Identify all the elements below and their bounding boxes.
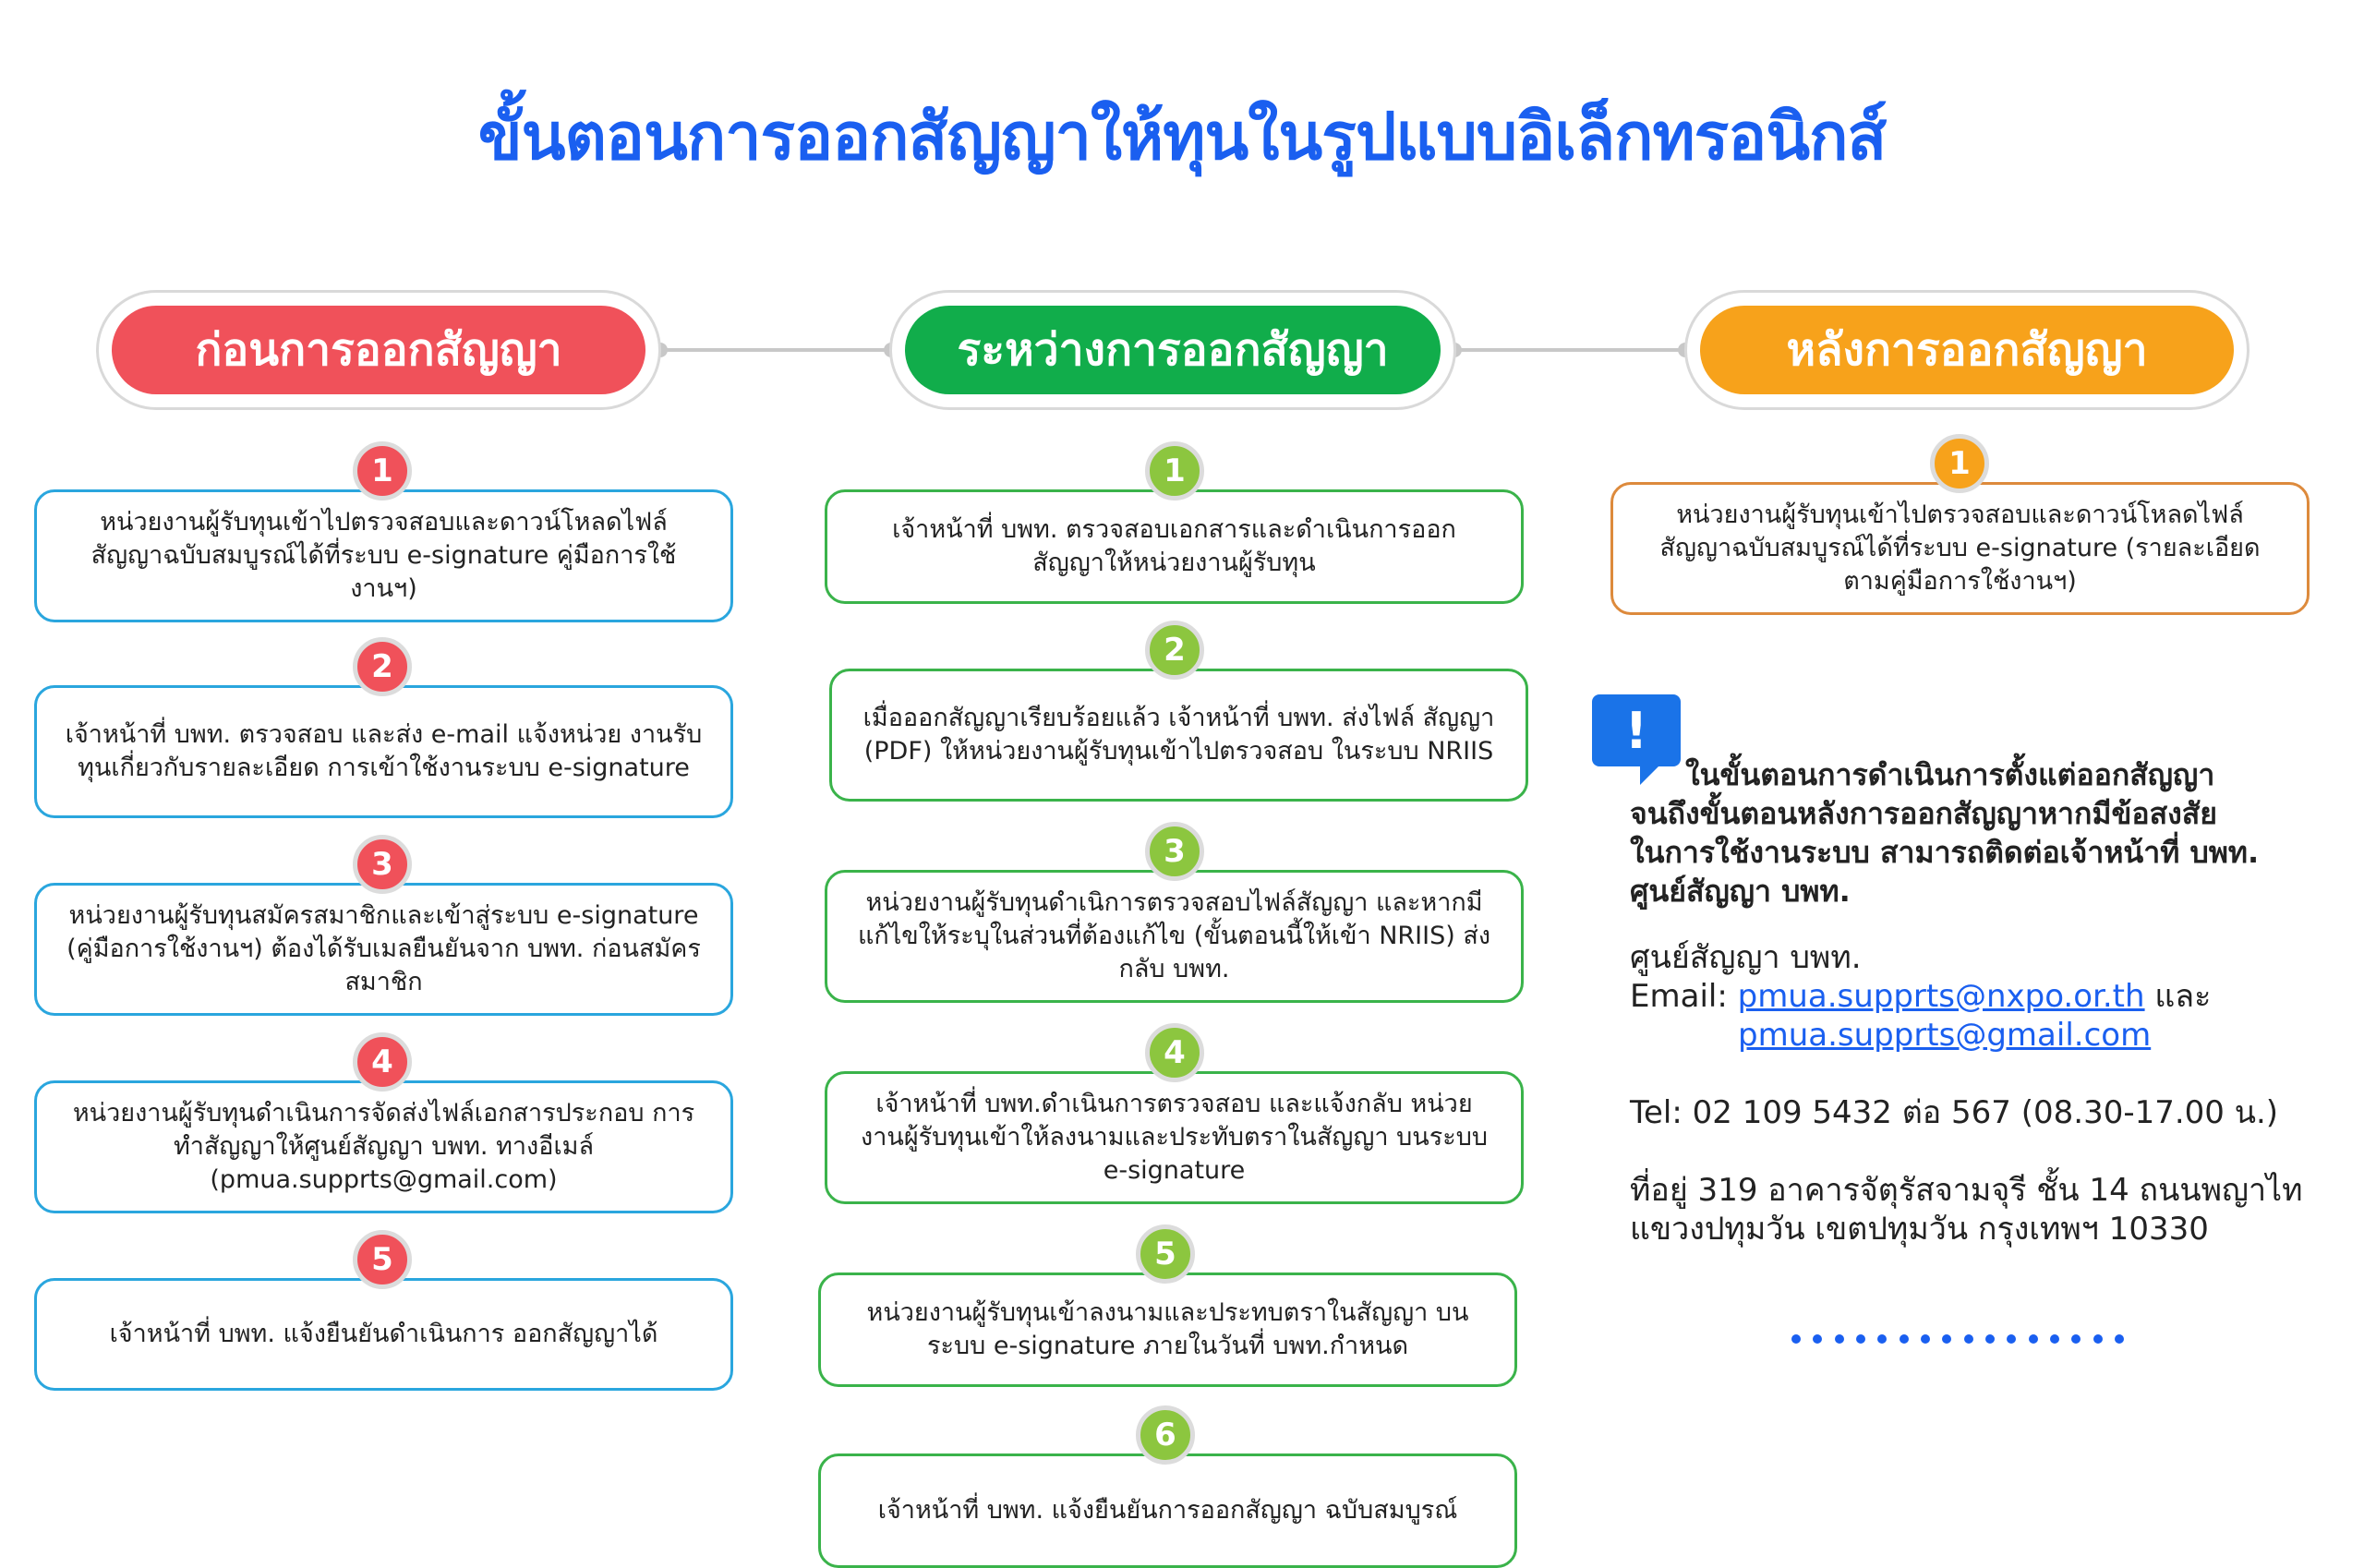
during-step-1-text: เจ้าหน้าที่ บพท. ตรวจสอบเอกสารและดำเนินก… bbox=[892, 515, 1456, 577]
before-step-2-box: เจ้าหน้าที่ บพท. ตรวจสอบ และส่ง e-mail แ… bbox=[34, 685, 733, 818]
during-step-3-number: 3 bbox=[1145, 822, 1204, 881]
phase-during-label: ระหว่างการออกสัญญา bbox=[905, 306, 1441, 394]
contact-tel: Tel: 02 109 5432 ต่อ 567 (08.30-17.00 น.… bbox=[1630, 1094, 2279, 1131]
contact-center-name: ศูนย์สัญญา บพท. bbox=[1630, 939, 1862, 976]
contact-address-line-1: ที่อยู่ 319 อาคารจัตุรัสจามจุรี ชั้น 14 … bbox=[1630, 1172, 2303, 1209]
after-step-1-text: หน่วยงานผู้รับทุนเข้าไปตรวจสอบและดาวน์โห… bbox=[1659, 501, 2261, 596]
phase-after-header: หลังการออกสัญญา bbox=[1684, 290, 2249, 410]
before-step-4-number: 4 bbox=[353, 1032, 412, 1092]
email-label: Email: bbox=[1630, 978, 1728, 1015]
contact-email-line-2: pmua.supprts@gmail.com bbox=[1630, 1016, 2332, 1055]
contact-notice: ในขั้นตอนการดำเนินการตั้งแต่ออกสัญญา จนถ… bbox=[1630, 755, 2318, 911]
before-step-1-box: หน่วยงานผู้รับทุนเข้าไปตรวจสอบและดาวน์โห… bbox=[34, 489, 733, 622]
during-step-3-box: หน่วยงานผู้รับทุนดำเนิการตรวจสอบไฟล์สัญญ… bbox=[825, 870, 1524, 1003]
before-step-4-box: หน่วยงานผู้รับทุนดำเนินการจัดส่งไฟล์เอกส… bbox=[34, 1080, 733, 1213]
page-title: ขั้นตอนการออกสัญญาให้ทุนในรูปแบบอิเล็กทร… bbox=[477, 99, 1887, 175]
during-step-2-text: เมื่อออกสัญญาเรียบร้อยแล้ว เจ้าหน้าที่ บ… bbox=[862, 704, 1495, 766]
before-step-3-number: 3 bbox=[353, 835, 412, 894]
connector-during-after bbox=[1447, 343, 1693, 357]
during-step-5-box: หน่วยงานผู้รับทุนเข้าลงนามและประทบตราในส… bbox=[818, 1272, 1517, 1387]
during-step-6-number: 6 bbox=[1136, 1405, 1195, 1465]
contact-address-line-2: แขวงปทุมวัน เขตปทุมวัน กรุงเทพฯ 10330 bbox=[1630, 1211, 2209, 1248]
before-step-1-number: 1 bbox=[353, 441, 412, 501]
during-step-4-box: เจ้าหน้าที่ บพท.ดำเนินการตรวจสอบ และแจ้ง… bbox=[825, 1071, 1524, 1204]
contact-notice-line-3: ในการใช้งานระบบ สามารถติดต่อเจ้าหน้าที่ … bbox=[1630, 835, 2260, 870]
before-step-3-text: หน่วยงานผู้รับทุนสมัครสมาชิกและเข้าสู่ระ… bbox=[66, 901, 701, 996]
before-step-5-text: เจ้าหน้าที่ บพท. แจ้งยืนยันดำเนินการ ออก… bbox=[109, 1320, 658, 1348]
email-and: และ bbox=[2154, 978, 2212, 1015]
during-step-5-text: หน่วยงานผู้รับทุนเข้าลงนามและประทบตราในส… bbox=[866, 1298, 1469, 1360]
before-step-3-box: หน่วยงานผู้รับทุนสมัครสมาชิกและเข้าสู่ระ… bbox=[34, 883, 733, 1016]
phase-after-label: หลังการออกสัญญา bbox=[1700, 306, 2234, 394]
phase-before-label: ก่อนการออกสัญญา bbox=[112, 306, 645, 394]
after-step-1-box: หน่วยงานผู้รับทุนเข้าไปตรวจสอบและดาวน์โห… bbox=[1610, 482, 2310, 615]
contact-email-line: Email: pmua.supprts@nxpo.or.th และ bbox=[1630, 977, 2332, 1016]
contact-notice-line-2: จนถึงขั้นตอนหลังการออกสัญญาหากมีข้อสงสัย bbox=[1630, 796, 2218, 831]
before-step-5-number: 5 bbox=[353, 1230, 412, 1289]
during-step-4-number: 4 bbox=[1145, 1023, 1204, 1082]
decorative-dots bbox=[1791, 1330, 2124, 1348]
contact-notice-line-1: ในขั้นตอนการดำเนินการตั้งแต่ออกสัญญา bbox=[1685, 757, 2215, 792]
speech-bubble-exclamation-icon: ! bbox=[1592, 694, 1681, 785]
during-step-5-number: 5 bbox=[1136, 1224, 1195, 1284]
during-step-4-text: เจ้าหน้าที่ บพท.ดำเนินการตรวจสอบ และแจ้ง… bbox=[861, 1090, 1488, 1185]
during-step-2-box: เมื่อออกสัญญาเรียบร้อยแล้ว เจ้าหน้าที่ บ… bbox=[829, 669, 1528, 802]
before-step-1-text: หน่วยงานผู้รับทุนเข้าไปตรวจสอบและดาวน์โห… bbox=[90, 508, 677, 603]
after-step-1-number: 1 bbox=[1930, 434, 1989, 493]
connector-before-during bbox=[653, 343, 899, 357]
before-step-2-number: 2 bbox=[353, 637, 412, 696]
during-step-1-box: เจ้าหน้าที่ บพท. ตรวจสอบเอกสารและดำเนินก… bbox=[825, 489, 1524, 604]
phase-during-header: ระหว่างการออกสัญญา bbox=[889, 290, 1456, 410]
during-step-6-text: เจ้าหน้าที่ บพท. แจ้งยืนยันการออกสัญญา ฉ… bbox=[877, 1496, 1458, 1525]
before-step-5-box: เจ้าหน้าที่ บพท. แจ้งยืนยันดำเนินการ ออก… bbox=[34, 1278, 733, 1391]
email-link-nxpo[interactable]: pmua.supprts@nxpo.or.th bbox=[1737, 978, 2145, 1015]
before-step-4-text: หน่วยงานผู้รับทุนดำเนินการจัดส่งไฟล์เอกส… bbox=[72, 1099, 695, 1194]
during-step-1-number: 1 bbox=[1145, 441, 1204, 501]
phase-before-header: ก่อนการออกสัญญา bbox=[96, 290, 661, 410]
contact-notice-line-4: ศูนย์สัญญา บพท. bbox=[1630, 874, 1851, 909]
during-step-3-text: หน่วยงานผู้รับทุนดำเนิการตรวจสอบไฟล์สัญญ… bbox=[857, 888, 1491, 983]
before-step-2-text: เจ้าหน้าที่ บพท. ตรวจสอบ และส่ง e-mail แ… bbox=[65, 720, 703, 782]
during-step-2-number: 2 bbox=[1145, 621, 1204, 680]
info-icon-symbol: ! bbox=[1624, 701, 1648, 760]
during-step-6-box: เจ้าหน้าที่ บพท. แจ้งยืนยันการออกสัญญา ฉ… bbox=[818, 1453, 1517, 1568]
email-link-gmail[interactable]: pmua.supprts@gmail.com bbox=[1738, 1017, 2152, 1054]
